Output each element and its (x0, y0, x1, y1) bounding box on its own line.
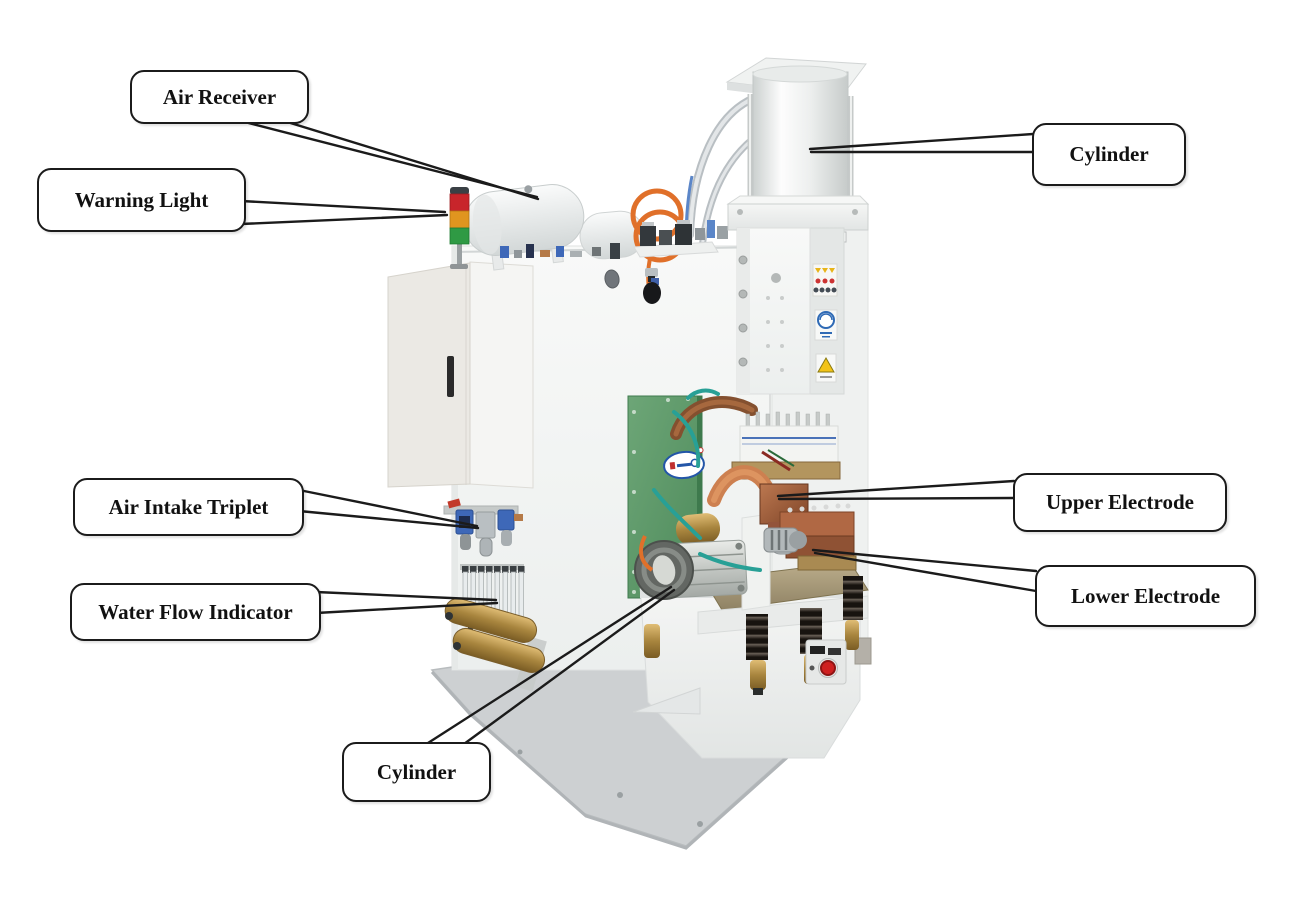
brand-logo-sticker (663, 447, 705, 480)
brass-fitting (675, 513, 721, 545)
leader-line-water-flow-indicator (314, 590, 499, 615)
brass-cylinder (452, 627, 546, 673)
cabinet-side (469, 261, 534, 489)
callout-label: Air Receiver (162, 84, 277, 109)
red-wire (761, 450, 791, 472)
callout-label: Cylinder (1069, 142, 1149, 166)
air-muffler (643, 268, 661, 304)
callout-label: Air Intake Triplet (108, 494, 269, 519)
warning-light-amber (449, 210, 470, 229)
brass-damper (750, 660, 766, 690)
brass-cylinder (444, 597, 538, 643)
callout-water-flow-indicator: Water Flow Indicator (70, 583, 321, 641)
leader-line-air-receiver (231, 115, 540, 201)
warning-light-green (449, 227, 470, 245)
warning-light-red (449, 193, 470, 212)
welding-head-column (736, 227, 845, 395)
callout-cylinder-top: Cylinder (1032, 123, 1186, 186)
leader-line-cylinder-bottom (426, 585, 676, 746)
base-edge (430, 670, 860, 850)
key-switch (809, 665, 815, 671)
callout-air-intake-triplet: Air Intake Triplet (73, 478, 304, 536)
small-motor (763, 527, 807, 553)
control-box (805, 639, 847, 685)
orange-wire (638, 535, 654, 572)
valve-shelf (633, 220, 728, 258)
deck-fittings (500, 243, 620, 259)
water-hoses (652, 388, 762, 572)
warning-light-cap (450, 187, 469, 195)
brass-damper (644, 624, 660, 658)
callout-lower-electrode: Lower Electrode (1035, 565, 1256, 627)
leader-line-lower-electrode (811, 548, 1038, 593)
callout-label: Cylinder (376, 759, 457, 784)
blue-round-sticker (814, 309, 838, 341)
top-deck (449, 92, 776, 304)
callout-label: Lower Electrode (1070, 583, 1221, 608)
column-bolts (738, 255, 748, 367)
leader-line-upper-electrode (776, 479, 1016, 501)
cylinder-end-cap (634, 540, 694, 600)
leader-line-air-intake-triplet (297, 488, 480, 530)
green-wire (767, 449, 795, 467)
air-intake-triplet-unit (443, 498, 523, 557)
insulator-block (739, 411, 839, 463)
callout-label: Upper Electrode (1046, 490, 1194, 514)
callout-air-receiver: Air Receiver (130, 70, 309, 124)
callout-label: Warning Light (74, 187, 209, 212)
yellow-triangle-sticker (815, 353, 837, 383)
callout-warning-light: Warning Light (37, 168, 246, 232)
warning-light-tower (449, 187, 470, 269)
callout-label: Water Flow Indicator (98, 599, 293, 624)
emergency-stop-button (820, 660, 836, 676)
cabinet-door (387, 262, 471, 488)
brass-damper (845, 620, 859, 650)
body-vent-hole (604, 269, 620, 289)
platform-shelf (697, 595, 869, 635)
gusset (632, 687, 701, 715)
column-screws (766, 296, 784, 372)
main-cylinder-assembly (725, 57, 870, 243)
cabinet-door-handle (447, 356, 454, 397)
leader-line-warning-light (239, 199, 449, 226)
warning-sticker-cluster (812, 263, 838, 297)
callout-upper-electrode: Upper Electrode (1013, 473, 1227, 532)
coil-spring (746, 614, 768, 660)
electrical-cabinet (387, 261, 534, 489)
leader-lines (231, 115, 1038, 746)
callout-cylinder-bottom: Cylinder (342, 742, 491, 802)
cylinder-body (752, 71, 849, 207)
valve-lever (447, 498, 461, 509)
arm-bracket (741, 513, 771, 611)
coil-spring (843, 576, 863, 620)
cylinder-bottom-plate (727, 203, 869, 231)
brass-cylinders (444, 597, 547, 692)
leader-line-cylinder-top (808, 132, 1035, 154)
